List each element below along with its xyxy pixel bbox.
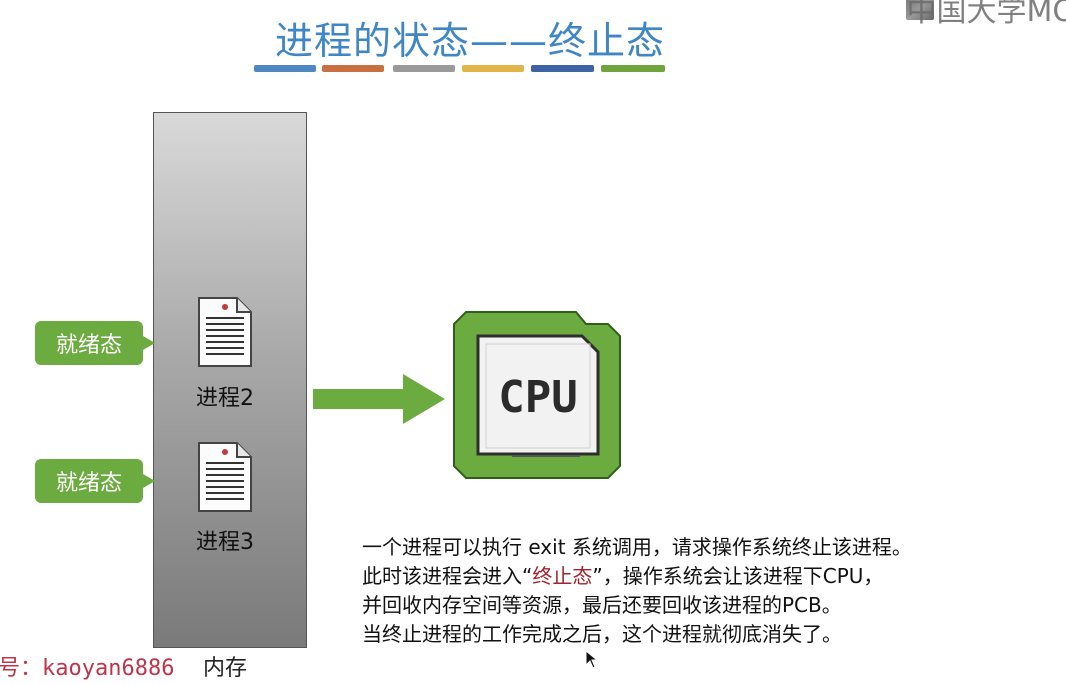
- title-bar-segment: [462, 65, 524, 72]
- ready-state-label: 就绪态: [55, 471, 122, 496]
- ready-state-badge-2: 就绪态: [35, 459, 155, 503]
- memory-block: [153, 112, 307, 648]
- description-text: 一个进程可以执行 exit 系统调用，请求操作系统终止该进程。 此时该进程会进入…: [362, 533, 1062, 649]
- watermark-logo-icon: [906, 0, 934, 20]
- page-title: 进程的状态——终止态: [274, 19, 665, 63]
- document-icon: [198, 297, 252, 367]
- description-line-4: 当终止进程的工作完成之后，这个进程就彻底消失了。: [362, 622, 842, 646]
- title-bar-segment: [322, 65, 384, 72]
- title-bar-segment: [393, 65, 455, 72]
- footer-account: 号：kaoyan6886: [0, 656, 175, 681]
- description-line-2: 此时该进程会进入“终止态”，操作系统会让该进程下CPU，: [362, 564, 884, 588]
- document-icon: [198, 442, 252, 512]
- title-bar-segment: [531, 65, 594, 72]
- arrow-right-icon: [313, 374, 445, 424]
- terminated-state-highlight: 终止态: [532, 564, 593, 588]
- process-2-label: 进程2: [196, 386, 254, 411]
- ready-state-badge-1: 就绪态: [35, 321, 155, 365]
- title-bar-segment: [254, 65, 316, 72]
- ready-state-label: 就绪态: [55, 333, 122, 358]
- title-bar-segment: [601, 65, 665, 72]
- description-line-3: 并回收内存空间等资源，最后还要回收该进程的PCB。: [362, 593, 842, 617]
- cursor-icon: [585, 650, 599, 669]
- process-3-label: 进程3: [196, 530, 254, 555]
- description-line-1: 一个进程可以执行 exit 系统调用，请求操作系统终止该进程。: [362, 535, 912, 559]
- watermark-text: 中国大学MO: [906, 0, 1066, 29]
- memory-label: 内存: [203, 656, 248, 681]
- cpu-icon: CPU: [452, 310, 622, 484]
- cpu-label: CPU: [498, 372, 578, 423]
